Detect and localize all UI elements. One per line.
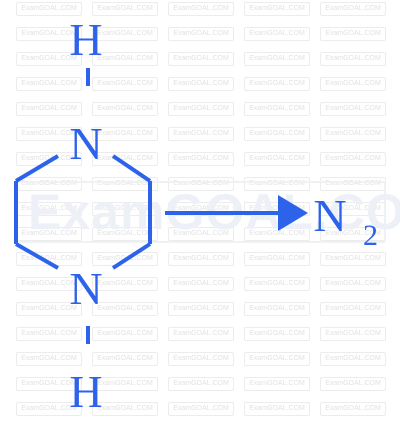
watermark-cell: ExamGOAL.COM <box>92 77 158 91</box>
watermark-cell: ExamGOAL.COM <box>320 377 386 391</box>
watermark-cell: ExamGOAL.COM <box>320 27 386 41</box>
watermark-cell: ExamGOAL.COM <box>16 377 82 391</box>
watermark-cell: ExamGOAL.COM <box>320 152 386 166</box>
watermark-cell: ExamGOAL.COM <box>16 302 82 316</box>
bond-bottom-right-n <box>111 242 152 270</box>
watermark-cell: ExamGOAL.COM <box>320 127 386 141</box>
watermark-cell: ExamGOAL.COM <box>168 77 234 91</box>
watermark-cell: ExamGOAL.COM <box>244 352 310 366</box>
watermark-cell: ExamGOAL.COM <box>320 52 386 66</box>
watermark-cell: ExamGOAL.COM <box>244 127 310 141</box>
atom-top-n: N <box>69 118 102 169</box>
watermark-cell: ExamGOAL.COM <box>244 377 310 391</box>
watermark-cell: ExamGOAL.COM <box>168 27 234 41</box>
bond-top-n-right <box>111 154 152 183</box>
watermark-cell: ExamGOAL.COM <box>244 402 310 416</box>
watermark-cell: ExamGOAL.COM <box>168 152 234 166</box>
watermark-cell: ExamGOAL.COM <box>244 52 310 66</box>
watermark-cell: ExamGOAL.COM <box>320 102 386 116</box>
atom-bottom-h: H <box>69 366 102 417</box>
watermark-cell: ExamGOAL.COM <box>168 127 234 141</box>
watermark-cell: ExamGOAL.COM <box>168 52 234 66</box>
watermark-cell: ExamGOAL.COM <box>16 127 82 141</box>
watermark-cell: ExamGOAL.COM <box>320 327 386 341</box>
watermark-cell: ExamGOAL.COM <box>16 102 82 116</box>
product-formula: N <box>313 190 346 241</box>
watermark-cell: ExamGOAL.COM <box>244 202 310 216</box>
watermark-large: ExamGOAL.COM <box>14 181 400 243</box>
reaction-arrow-head <box>278 195 308 231</box>
atom-top-h: H <box>69 14 102 65</box>
watermark-cell: ExamGOAL.COM <box>92 2 158 16</box>
bond-bottom-left-n <box>15 242 59 270</box>
watermark-cell: ExamGOAL.COM <box>92 177 158 191</box>
watermark-cell: ExamGOAL.COM <box>244 27 310 41</box>
watermark-cell: ExamGOAL.COM <box>16 152 82 166</box>
watermark-cell: ExamGOAL.COM <box>92 227 158 241</box>
watermark-cell: ExamGOAL.COM <box>244 177 310 191</box>
watermark-cell: ExamGOAL.COM <box>244 302 310 316</box>
watermark-cell: ExamGOAL.COM <box>92 202 158 216</box>
watermark-cell: ExamGOAL.COM <box>92 327 158 341</box>
watermark-cell: ExamGOAL.COM <box>244 152 310 166</box>
bond-top-n-left <box>14 154 60 183</box>
watermark-cell: ExamGOAL.COM <box>16 52 82 66</box>
watermark-cell: ExamGOAL.COM <box>244 2 310 16</box>
watermark-cell: ExamGOAL.COM <box>92 52 158 66</box>
watermark-cell: ExamGOAL.COM <box>168 102 234 116</box>
watermark-cell: ExamGOAL.COM <box>92 277 158 291</box>
watermark-cell: ExamGOAL.COM <box>16 2 82 16</box>
watermark-cell: ExamGOAL.COM <box>168 402 234 416</box>
watermark-cell: ExamGOAL.COM <box>320 252 386 266</box>
watermark-cell: ExamGOAL.COM <box>320 277 386 291</box>
watermark-cell: ExamGOAL.COM <box>168 2 234 16</box>
watermark-cell: ExamGOAL.COM <box>92 27 158 41</box>
watermark-cell: ExamGOAL.COM <box>16 352 82 366</box>
watermark-cell: ExamGOAL.COM <box>168 302 234 316</box>
watermark-cell: ExamGOAL.COM <box>16 252 82 266</box>
watermark-cell: ExamGOAL.COM <box>16 327 82 341</box>
watermark-cell: ExamGOAL.COM <box>244 277 310 291</box>
watermark-cell: ExamGOAL.COM <box>168 252 234 266</box>
watermark-cell: ExamGOAL.COM <box>16 27 82 41</box>
product-subscript: 2 <box>363 219 378 252</box>
watermark-cell: ExamGOAL.COM <box>168 227 234 241</box>
watermark-cell: ExamGOAL.COM <box>168 277 234 291</box>
watermark-cell: ExamGOAL.COM <box>92 102 158 116</box>
watermark-cell: ExamGOAL.COM <box>16 402 82 416</box>
watermark-cell: ExamGOAL.COM <box>92 402 158 416</box>
atom-bottom-n: N <box>69 263 102 314</box>
watermark-cell: ExamGOAL.COM <box>320 352 386 366</box>
watermark-cell: ExamGOAL.COM <box>244 102 310 116</box>
watermark-cell: ExamGOAL.COM <box>16 277 82 291</box>
watermark-cell: ExamGOAL.COM <box>168 352 234 366</box>
watermark-cell: ExamGOAL.COM <box>244 327 310 341</box>
watermark-cell: ExamGOAL.COM <box>168 327 234 341</box>
watermark-cell: ExamGOAL.COM <box>320 2 386 16</box>
watermark-cell: ExamGOAL.COM <box>168 202 234 216</box>
watermark-cell: ExamGOAL.COM <box>92 377 158 391</box>
watermark-cell: ExamGOAL.COM <box>168 177 234 191</box>
watermark-cell: ExamGOAL.COM <box>92 127 158 141</box>
watermark-cell: ExamGOAL.COM <box>320 77 386 91</box>
watermark-cell: ExamGOAL.COM <box>244 252 310 266</box>
watermark-cell: ExamGOAL.COM <box>320 302 386 316</box>
watermark-cell: ExamGOAL.COM <box>16 77 82 91</box>
watermark-cell: ExamGOAL.COM <box>244 77 310 91</box>
watermark-cell: ExamGOAL.COM <box>92 352 158 366</box>
watermark-cell: ExamGOAL.COM <box>244 227 310 241</box>
watermark-cell: ExamGOAL.COM <box>320 402 386 416</box>
watermark-cell: ExamGOAL.COM <box>92 302 158 316</box>
watermark-cell: ExamGOAL.COM <box>168 377 234 391</box>
